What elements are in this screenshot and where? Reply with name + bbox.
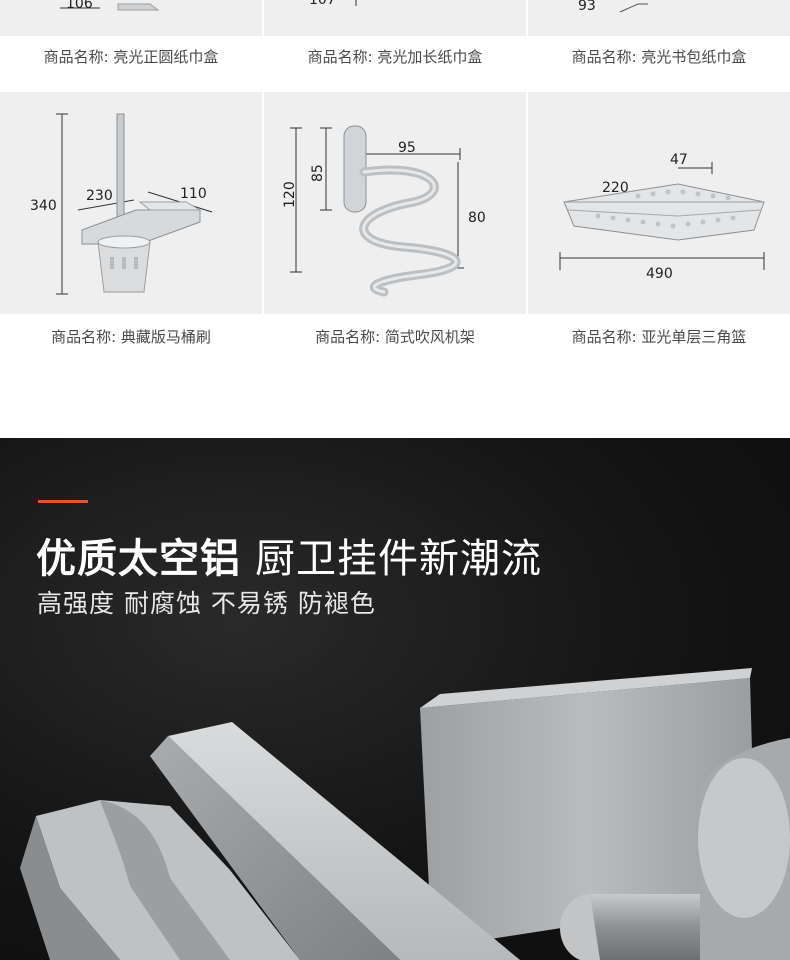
dim-label: 340 bbox=[30, 198, 57, 214]
product-image-backpack-tissue-box[interactable]: 93 bbox=[528, 0, 790, 36]
dim-label: 120 bbox=[282, 181, 298, 208]
product-caption: 商品名称: 亮光正圆纸巾盒 bbox=[43, 48, 219, 66]
headline-light: 厨卫挂件新潮流 bbox=[255, 536, 542, 582]
product-image-long-tissue-box[interactable]: 107 bbox=[264, 0, 526, 36]
dim-label: 220 bbox=[602, 180, 629, 196]
dim-label: 230 bbox=[86, 188, 113, 204]
dim-label: 95 bbox=[398, 140, 416, 156]
dim-label: 47 bbox=[670, 152, 688, 168]
product-caption: 商品名称: 亚光单层三角篮 bbox=[571, 328, 747, 346]
dim-label: 85 bbox=[310, 164, 326, 182]
product-caption: 商品名称: 亮光书包纸巾盒 bbox=[571, 48, 747, 66]
product-caption: 商品名称: 简式吹风机架 bbox=[315, 328, 475, 346]
dim-label: 107 bbox=[309, 0, 336, 8]
dim-label: 80 bbox=[468, 210, 486, 226]
product-caption: 商品名称: 典藏版马桶刷 bbox=[51, 328, 211, 346]
accent-bar bbox=[38, 500, 88, 503]
dim-label: 110 bbox=[180, 186, 207, 202]
product-image-toilet-brush[interactable]: 340 230 110 bbox=[0, 92, 262, 314]
aluminum-profiles-image bbox=[20, 668, 790, 960]
product-image-corner-basket[interactable]: 47 220 490 bbox=[528, 92, 790, 314]
dim-label: 93 bbox=[578, 0, 596, 14]
banner-headline: 优质太空铝厨卫挂件新潮流 bbox=[36, 526, 542, 584]
dim-label: 106 bbox=[66, 0, 93, 12]
dim-label: 490 bbox=[646, 266, 673, 282]
product-image-round-tissue-box[interactable]: 106 bbox=[0, 0, 262, 36]
material-banner: 优质太空铝厨卫挂件新潮流 高强度 耐腐蚀 不易锈 防褪色 bbox=[0, 438, 790, 960]
headline-strong: 优质太空铝 bbox=[36, 536, 241, 582]
banner-subline: 高强度 耐腐蚀 不易锈 防褪色 bbox=[37, 589, 376, 618]
product-caption: 商品名称: 亮光加长纸巾盒 bbox=[307, 48, 483, 66]
product-image-hair-dryer-rack[interactable]: 120 85 95 80 bbox=[264, 92, 526, 314]
product-grid: 106 107 93 商品名称: 亮光正圆纸巾盒 商品名称: 亮光加长纸巾盒 商… bbox=[0, 0, 790, 440]
